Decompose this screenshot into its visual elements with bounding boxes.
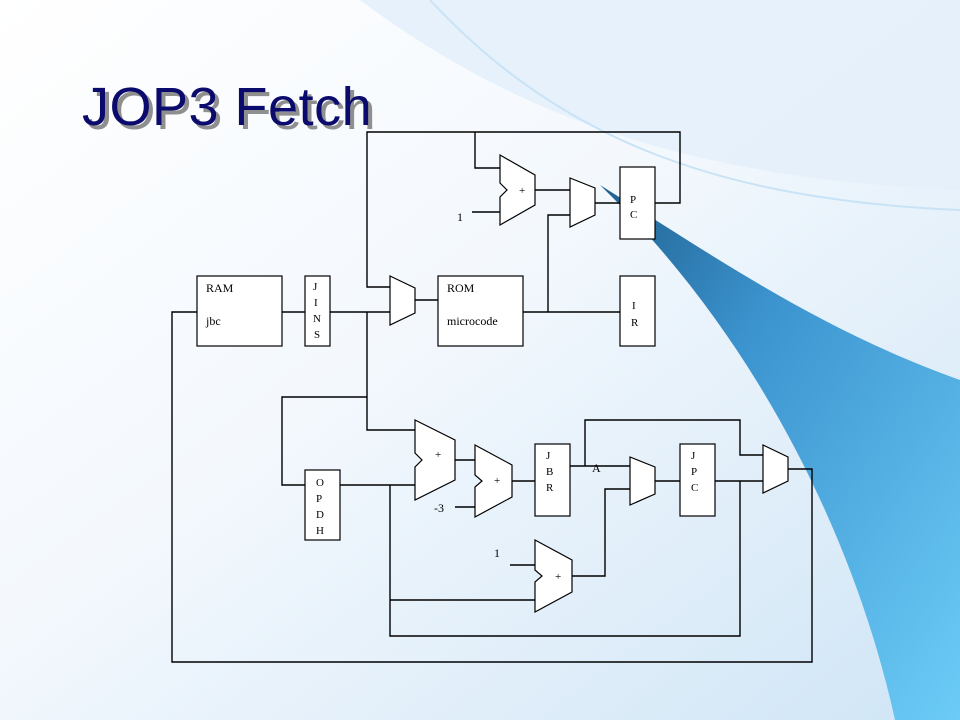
slide-title: JOP3 Fetch: [82, 77, 373, 137]
ram-box: [196, 275, 283, 347]
jins-letter-4: S: [314, 329, 320, 341]
pc-letter-1: P: [630, 194, 636, 206]
ram-label: RAM: [206, 281, 234, 295]
jbr-letter-3: R: [546, 482, 554, 494]
jpc-letter-1: J: [691, 450, 696, 462]
decorative-swoosh: [600, 185, 960, 720]
jbr-adder: [474, 443, 513, 519]
minus-three-constant: -3: [434, 501, 444, 515]
jins-register: [304, 275, 331, 347]
pc-letter-2: C: [630, 209, 637, 221]
jpc-letter-2: P: [691, 466, 697, 478]
opdh-letter-1: O: [316, 477, 324, 489]
rom-sublabel: microcode: [447, 314, 498, 328]
jpc-mux: [629, 456, 656, 506]
jbr-register: [534, 443, 571, 517]
opdh-letter-2: P: [316, 493, 322, 505]
jpc-adder: [534, 538, 573, 614]
ir-register: [619, 275, 656, 347]
jbr-letter-2: B: [546, 466, 553, 478]
jbr-letter-1: J: [546, 450, 551, 462]
jins-letter-3: N: [313, 313, 321, 325]
pc-register: [619, 166, 656, 240]
wires: [171, 131, 813, 663]
opdh-register: [304, 469, 341, 541]
jpc-register: [679, 443, 716, 517]
pc-adder-symbol: +: [519, 185, 525, 197]
output-mux: [762, 444, 789, 494]
pc-mux: [569, 177, 596, 228]
label-a: A: [592, 461, 601, 475]
jbr-adder-symbol: +: [494, 475, 500, 487]
jpc-adder-symbol: +: [555, 571, 561, 583]
decorative-band: [360, 0, 960, 190]
decorative-band-line: [429, 0, 960, 211]
rom-box: [437, 275, 524, 347]
pc-increment-constant: 1: [457, 210, 463, 224]
opdh-letter-3: D: [316, 509, 324, 521]
ram-sublabel: jbc: [205, 314, 221, 328]
pc-adder: [499, 153, 536, 227]
jins-letter-1: J: [313, 281, 318, 293]
opdh-letter-4: H: [316, 525, 324, 537]
ir-letter-1: I: [632, 300, 636, 312]
jpc-letter-3: C: [691, 482, 698, 494]
jins-letter-2: I: [314, 297, 318, 309]
rom-label: ROM: [447, 281, 475, 295]
rom-addr-mux: [389, 275, 416, 326]
jpc-increment-constant: 1: [494, 546, 500, 560]
opd-adder: [414, 419, 456, 501]
opd-adder-symbol: +: [435, 449, 441, 461]
ir-letter-2: R: [631, 317, 639, 329]
